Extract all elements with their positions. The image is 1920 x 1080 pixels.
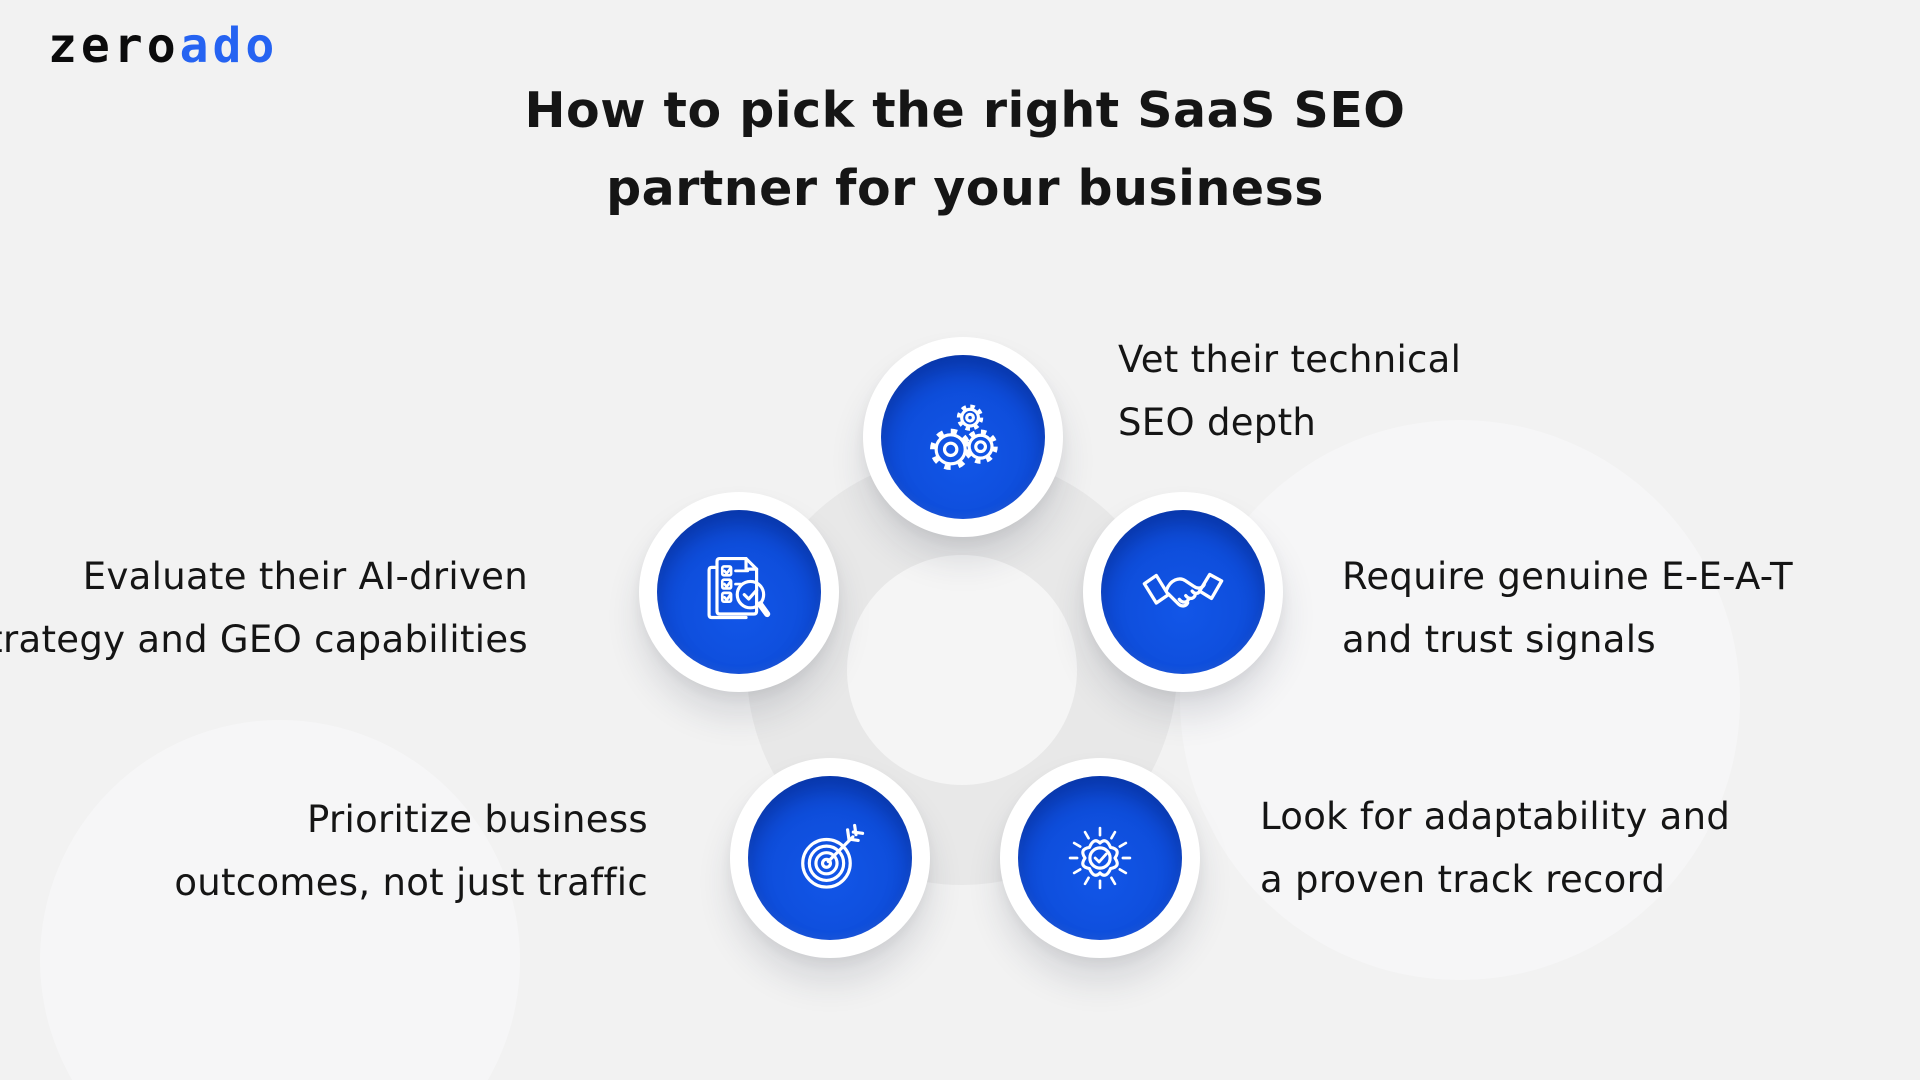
label-line: Evaluate their AI-driven xyxy=(82,555,528,598)
badge-check-icon xyxy=(1068,826,1132,890)
node-outcomes xyxy=(730,758,930,958)
label-line: Look for adaptability and xyxy=(1260,795,1731,838)
label-line: Vet their technical xyxy=(1118,338,1462,381)
label-line: Prioritize business xyxy=(307,798,648,841)
node-disc xyxy=(1018,776,1182,940)
gears-icon xyxy=(930,404,998,470)
label-adaptability: Look for adaptability and a proven track… xyxy=(1260,785,1730,911)
label-eeat-trust: Require genuine E-E-A-T and trust signal… xyxy=(1342,545,1793,671)
target-arrow-icon xyxy=(801,823,865,889)
decorative-blob xyxy=(1180,420,1740,980)
logo-text-blue: ado xyxy=(179,18,279,74)
label-ai-geo: Evaluate their AI-driven strategy and GE… xyxy=(0,545,528,671)
title-line: partner for your business xyxy=(606,160,1324,217)
node-ai-geo xyxy=(639,492,839,692)
brand-logo: zeroado xyxy=(48,22,278,70)
label-line: strategy and GEO capabilities xyxy=(0,618,528,661)
label-outcomes: Prioritize business outcomes, not just t… xyxy=(88,788,648,914)
node-technical-seo xyxy=(863,337,1063,537)
node-adaptability xyxy=(1000,758,1200,958)
node-disc xyxy=(881,355,1045,519)
label-line: a proven track record xyxy=(1260,858,1666,901)
label-technical-seo: Vet their technical SEO depth xyxy=(1118,328,1461,454)
label-line: SEO depth xyxy=(1118,401,1317,444)
node-disc xyxy=(657,510,821,674)
label-line: and trust signals xyxy=(1342,618,1656,661)
page-title: How to pick the right SaaS SEO partner f… xyxy=(460,72,1470,228)
handshake-icon xyxy=(1142,572,1224,608)
logo-text-black: zero xyxy=(48,18,180,74)
checklist-search-icon xyxy=(707,556,771,620)
node-disc xyxy=(1101,510,1265,674)
label-line: Require genuine E-E-A-T xyxy=(1342,555,1793,598)
title-line: How to pick the right SaaS SEO xyxy=(524,82,1406,139)
node-disc xyxy=(748,776,912,940)
node-eeat-trust xyxy=(1083,492,1283,692)
label-line: outcomes, not just traffic xyxy=(174,861,648,904)
